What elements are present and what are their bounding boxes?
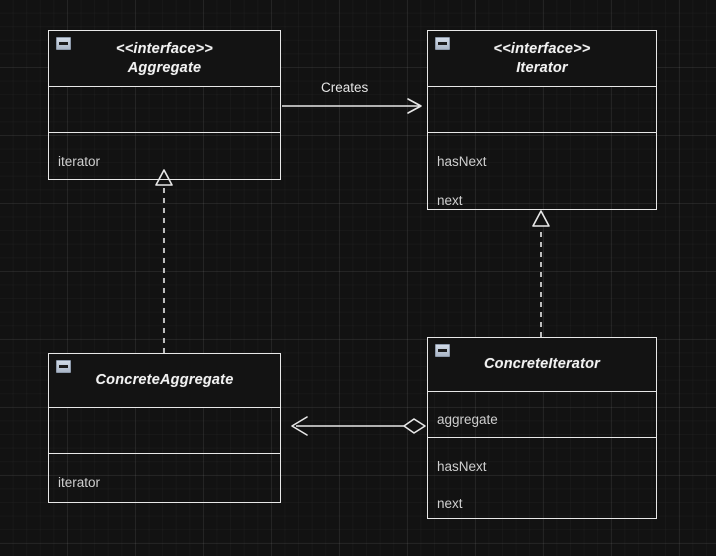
- class-header-concrete-aggregate: ConcreteAggregate: [49, 354, 280, 407]
- collapse-icon[interactable]: [56, 37, 71, 50]
- class-header-iterator: <<interface>> Iterator: [428, 31, 656, 86]
- edge-aggregate-realization[interactable]: [155, 169, 173, 353]
- hollow-diamond-icon: [403, 418, 426, 434]
- attribute-item: aggregate: [437, 412, 498, 427]
- class-box-iterator[interactable]: <<interface>> Iterator hasNext next: [427, 30, 657, 210]
- class-operations-concrete-iterator: hasNext next: [428, 437, 656, 516]
- class-box-aggregate[interactable]: <<interface>> Aggregate iterator: [48, 30, 281, 180]
- operation-item: next: [437, 496, 463, 511]
- class-title-iterator: <<interface>> Iterator: [493, 40, 591, 76]
- class-header-aggregate: <<interface>> Aggregate: [49, 31, 280, 86]
- class-title-concrete-iterator: ConcreteIterator: [483, 356, 600, 372]
- hollow-triangle-icon: [532, 210, 550, 227]
- class-attributes-aggregate: [49, 86, 280, 132]
- class-operations-concrete-aggregate: iterator: [49, 453, 280, 502]
- class-box-concrete-aggregate[interactable]: ConcreteAggregate iterator: [48, 353, 281, 503]
- operation-item: iterator: [58, 154, 101, 169]
- class-box-concrete-iterator[interactable]: ConcreteIterator aggregate hasNext next: [427, 337, 657, 519]
- edge-creates[interactable]: [282, 98, 422, 114]
- operation-item: hasNext: [437, 154, 487, 169]
- operation-item: iterator: [58, 475, 101, 490]
- edge-aggregation[interactable]: [291, 416, 426, 436]
- edge-label-creates: Creates: [321, 80, 369, 95]
- operation-item: hasNext: [437, 459, 487, 474]
- edge-iterator-realization[interactable]: [532, 210, 550, 337]
- open-arrow-icon: [291, 416, 308, 436]
- open-arrow-icon: [407, 98, 422, 114]
- class-attributes-concrete-iterator: aggregate: [428, 391, 656, 437]
- operation-item: next: [437, 193, 463, 208]
- class-attributes-iterator: [428, 86, 656, 132]
- class-attributes-concrete-aggregate: [49, 407, 280, 453]
- class-title-concrete-aggregate: ConcreteAggregate: [95, 372, 234, 388]
- class-operations-aggregate: iterator: [49, 132, 280, 179]
- collapse-icon[interactable]: [435, 344, 450, 357]
- class-title-aggregate: <<interface>> Aggregate: [116, 40, 213, 76]
- class-header-concrete-iterator: ConcreteIterator: [428, 338, 656, 391]
- class-operations-iterator: hasNext next: [428, 132, 656, 208]
- collapse-icon[interactable]: [56, 360, 71, 373]
- collapse-icon[interactable]: [435, 37, 450, 50]
